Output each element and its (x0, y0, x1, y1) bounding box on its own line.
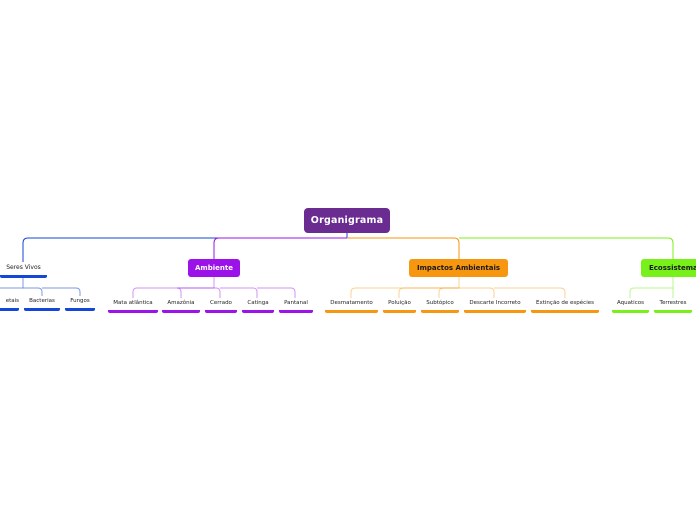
leaf-catinga[interactable]: Catinga (242, 300, 274, 313)
leaf-label: Mata atlântica (113, 300, 153, 306)
topic-ecossistema-label: Ecossistema (649, 264, 696, 272)
leaf-label: Subtópico (426, 300, 454, 306)
connector-root-impactos (347, 237, 460, 259)
leaf-label: Descarte Incorreto (469, 300, 521, 306)
leaf-label: Cerrado (210, 300, 232, 306)
leaf-fungos[interactable]: Fungos (65, 298, 95, 311)
leaf-descarte-incorreto[interactable]: Descarte Incorreto (464, 300, 526, 313)
leaf-extincao-de-especies[interactable]: Extinção de espécies (531, 300, 599, 313)
connectors-seres-vivos (0, 278, 81, 296)
leaf-label: Pantanal (284, 300, 308, 306)
connector-root-ambiente (213, 237, 347, 259)
leaf-mata-atlantica[interactable]: Mata atlântica (108, 300, 158, 313)
leaf-poluicao[interactable]: Poluição (383, 300, 416, 313)
leaf-label: Terrestres (659, 300, 687, 306)
leaf-desmatamento[interactable]: Desmatamento (325, 300, 378, 313)
leaf-label: Catinga (247, 300, 269, 306)
leaf-amazonia[interactable]: Amazônia (162, 300, 200, 313)
topic-impactos-ambientais-label: Impactos Ambientais (416, 264, 501, 272)
leaf-label: Desmatamento (330, 300, 373, 306)
topic-seres-vivos-label: Seres Vivos (6, 264, 41, 271)
leaf-label: Aquaticos (617, 300, 644, 306)
topic-ambiente[interactable]: Ambiente (188, 259, 240, 277)
connector-root-seres-vivos (22, 233, 348, 262)
topic-ecossistema[interactable]: Ecossistema (641, 259, 696, 277)
leaf-label: Bacterias (29, 298, 55, 304)
leaf-label: Fungos (70, 298, 90, 304)
leaf-label: Amazônia (167, 300, 195, 306)
leaf-subtopico[interactable]: Subtópico (421, 300, 459, 313)
topic-impactos-ambientais[interactable]: Impactos Ambientais (409, 259, 508, 277)
connector-root-ecossistema (459, 237, 674, 259)
leaf-aquaticos[interactable]: Aquaticos (612, 300, 649, 313)
connectors-ambiente (132, 277, 296, 298)
topic-seres-vivos[interactable]: Seres Vivos (0, 264, 47, 278)
topic-ambiente-label: Ambiente (195, 264, 233, 272)
leaf-vegetais[interactable]: etais (0, 298, 19, 311)
leaf-label: Poluição (388, 300, 411, 306)
root-topic-label: Organigrama (310, 215, 384, 226)
leaf-label: Extinção de espécies (536, 300, 594, 306)
leaf-terrestres[interactable]: Terrestres (654, 300, 692, 313)
root-topic[interactable]: Organigrama (304, 208, 390, 233)
connectors-ecossistema (629, 277, 674, 298)
leaf-label: etais (5, 298, 19, 304)
leaf-bacterias[interactable]: Bacterias (24, 298, 60, 311)
leaf-pantanal[interactable]: Pantanal (279, 300, 313, 313)
leaf-cerrado[interactable]: Cerrado (205, 300, 237, 313)
connectors-impactos (350, 277, 566, 298)
